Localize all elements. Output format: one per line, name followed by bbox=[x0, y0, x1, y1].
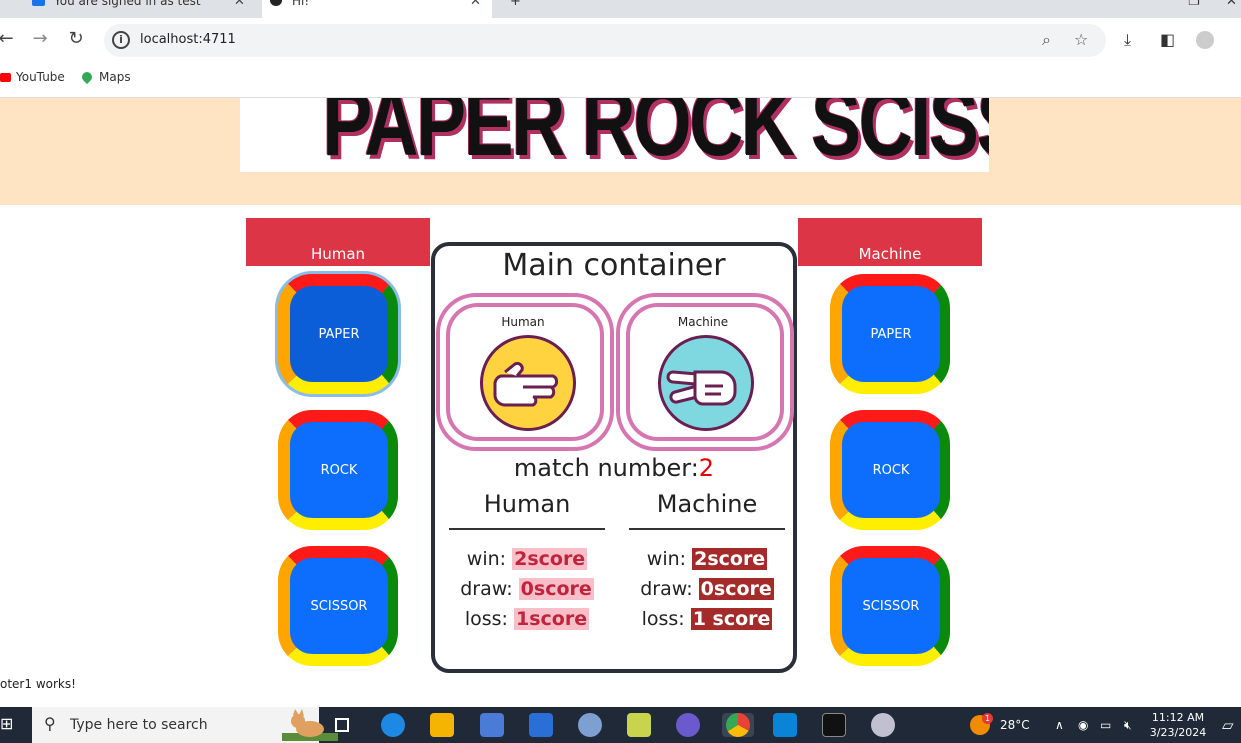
machine-win-score: 2score bbox=[692, 548, 768, 570]
title-banner: PAPER ROCK SCISSOR bbox=[240, 98, 989, 172]
tools-icon[interactable] bbox=[627, 713, 651, 737]
machine-scissor-button[interactable]: SCISSOR bbox=[830, 546, 950, 666]
match-number: 2 bbox=[698, 454, 715, 482]
machine-rock-button[interactable]: ROCK bbox=[830, 410, 950, 530]
forward-icon[interactable]: → bbox=[32, 28, 48, 49]
network-icon[interactable]: ▭ bbox=[1100, 718, 1112, 732]
human-draw-score: 0score bbox=[518, 578, 594, 600]
footer-note: oter1 works! bbox=[0, 677, 76, 691]
bookmark-maps[interactable]: Maps bbox=[79, 69, 131, 85]
machine-label: Machine bbox=[798, 218, 982, 266]
address-bar[interactable]: i localhost:4711 ⌕ ☆ bbox=[104, 24, 1106, 57]
close-tab-icon[interactable]: ✕ bbox=[234, 0, 245, 9]
human-card: Human bbox=[436, 293, 614, 451]
profile-avatar-icon[interactable] bbox=[1196, 31, 1214, 49]
chevron-up-icon[interactable]: ∧ bbox=[1055, 718, 1064, 732]
task-view-icon[interactable] bbox=[330, 713, 354, 737]
human-draw-row: draw: 0score bbox=[460, 578, 594, 600]
machine-draw-score: 0score bbox=[698, 578, 774, 600]
human-card-inner: Human bbox=[446, 303, 604, 441]
site-info-icon[interactable]: i bbox=[112, 31, 130, 49]
bookmarks-bar: YouTube Maps bbox=[0, 64, 1241, 98]
taskbar-search[interactable]: ⚲ Type here to search bbox=[32, 707, 338, 743]
maps-pin-icon bbox=[79, 69, 95, 85]
shiba-dog-icon bbox=[282, 709, 338, 741]
weather-badge: 1 bbox=[982, 713, 993, 724]
chrome-icon bbox=[726, 713, 750, 737]
human-score-list: win: 2score draw: 0score loss: 1score bbox=[449, 548, 605, 638]
vscode-icon[interactable] bbox=[773, 713, 797, 737]
human-scissor-button[interactable]: SCISSOR bbox=[278, 546, 398, 666]
side-panel-icon[interactable]: ◧ bbox=[1160, 30, 1176, 49]
snipping-tool-icon[interactable] bbox=[871, 713, 895, 737]
terminal-icon[interactable] bbox=[822, 713, 846, 737]
human-loss-row: loss: 1score bbox=[464, 608, 590, 630]
reload-icon[interactable]: ↻ bbox=[68, 28, 84, 49]
youtube-icon bbox=[0, 73, 11, 82]
human-paper-button[interactable]: PAPER bbox=[278, 274, 398, 394]
menu-icon[interactable]: ⋮ bbox=[1234, 30, 1241, 49]
site-favicon-icon bbox=[32, 0, 45, 6]
machine-card: Machine bbox=[616, 293, 794, 451]
tab-title: You are signed in as test bbox=[54, 0, 201, 8]
volume-muted-icon[interactable]: 🔇︎ bbox=[1124, 718, 1132, 732]
machine-win-row: win: 2score bbox=[646, 548, 768, 570]
file-explorer-icon[interactable] bbox=[430, 713, 454, 737]
machine-score-heading: Machine bbox=[629, 490, 785, 530]
tab-title: Hi! bbox=[292, 0, 310, 8]
new-tab-icon[interactable]: + bbox=[510, 0, 521, 9]
app-icon[interactable] bbox=[676, 713, 700, 737]
system-clock[interactable]: 11:12 AM 3/23/2024 bbox=[1146, 710, 1210, 740]
close-window-icon[interactable]: ✕ bbox=[1226, 0, 1237, 9]
back-icon[interactable]: ← bbox=[0, 28, 14, 49]
browser-tab-strip: You are signed in as test ✕ Hi! ✕ + ❐ ✕ bbox=[0, 0, 1241, 18]
windows-start-icon[interactable]: ⊞ bbox=[0, 714, 14, 733]
bookmark-youtube[interactable]: YouTube bbox=[0, 70, 65, 84]
chrome-taskbar-button[interactable] bbox=[722, 713, 754, 737]
bookmark-star-icon[interactable]: ☆ bbox=[1074, 30, 1089, 49]
address-url[interactable]: localhost:4711 bbox=[140, 32, 236, 47]
taskbar: ⊞ ⚲ Type here to search 1 28°C ∧ ◉ ▭ 🔇︎ … bbox=[0, 707, 1241, 743]
zoom-icon[interactable]: ⌕ bbox=[1042, 30, 1051, 49]
machine-loss-score: 1 score bbox=[690, 608, 773, 630]
tab-signed-in[interactable]: You are signed in as test ✕ bbox=[0, 0, 258, 18]
r-icon[interactable] bbox=[578, 713, 602, 737]
search-placeholder[interactable]: Type here to search bbox=[70, 717, 208, 733]
human-win-row: win: 2score bbox=[466, 548, 588, 570]
weather-temp[interactable]: 28°C bbox=[1000, 718, 1030, 732]
human-score-heading: Human bbox=[449, 490, 605, 530]
machine-loss-row: loss: 1 score bbox=[641, 608, 773, 630]
machine-draw-row: draw: 0score bbox=[640, 578, 774, 600]
match-label: match number: bbox=[513, 454, 699, 482]
tab-hi[interactable]: Hi! ✕ bbox=[262, 0, 492, 18]
human-loss-score: 1score bbox=[514, 608, 590, 630]
store-icon[interactable] bbox=[480, 713, 504, 737]
banner-title: PAPER ROCK SCISSOR bbox=[322, 98, 989, 172]
human-card-label: Human bbox=[501, 315, 545, 329]
human-rock-button[interactable]: ROCK bbox=[278, 410, 398, 530]
edge-icon[interactable] bbox=[381, 713, 405, 737]
search-icon: ⚲ bbox=[44, 714, 56, 733]
clock-date: 3/23/2024 bbox=[1149, 726, 1207, 739]
machine-paper-button[interactable]: PAPER bbox=[830, 274, 950, 394]
meet-now-icon[interactable]: ◉ bbox=[1078, 718, 1089, 732]
notifications-icon[interactable]: ▱ bbox=[1222, 716, 1234, 734]
paper-hand-icon bbox=[480, 335, 576, 431]
human-label: Human bbox=[246, 218, 430, 266]
machine-card-label: Machine bbox=[677, 315, 729, 329]
download-icon[interactable]: ⤓ bbox=[1124, 30, 1132, 49]
main-title: Main container bbox=[502, 248, 726, 283]
scissor-hand-icon bbox=[658, 335, 754, 431]
restore-window-icon[interactable]: ❐ bbox=[1188, 0, 1200, 9]
machine-score-list: win: 2score draw: 0score loss: 1 score bbox=[629, 548, 785, 638]
machine-card-inner: Machine bbox=[626, 303, 784, 441]
github-favicon-icon bbox=[270, 0, 282, 6]
main-container: Main container Human Machine bbox=[431, 242, 797, 673]
human-win-score: 2score bbox=[512, 548, 588, 570]
mail-icon[interactable] bbox=[529, 713, 553, 737]
close-tab-icon[interactable]: ✕ bbox=[470, 0, 481, 9]
clock-time: 11:12 AM bbox=[1151, 711, 1205, 724]
match-number-display: match number:2 bbox=[435, 454, 793, 482]
browser-toolbar: ← → ↻ i localhost:4711 ⌕ ☆ ⤓ ◧ ⋮ bbox=[0, 18, 1241, 64]
